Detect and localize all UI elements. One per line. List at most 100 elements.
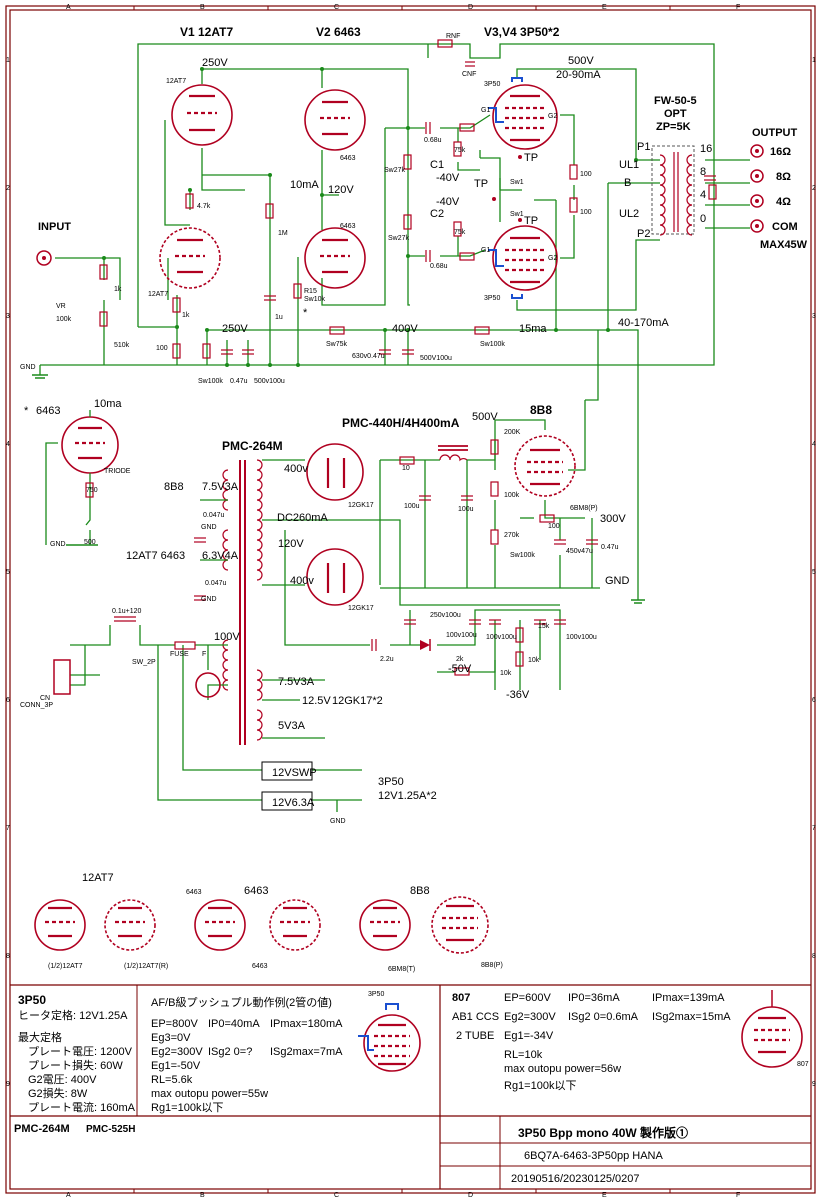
opt-ul2: UL2 xyxy=(619,208,639,220)
e-line: Eg2=300V xyxy=(504,1011,556,1023)
v400-label: 400V xyxy=(392,323,418,335)
r-value: 100 xyxy=(156,345,168,352)
r-value: Sw1 xyxy=(510,211,524,218)
ma10-label: 10mA xyxy=(290,179,319,191)
gnd-label: GND xyxy=(20,364,36,371)
r-value: 4.7k xyxy=(197,203,211,210)
gnd-symbols xyxy=(32,374,645,604)
row-label: 1 xyxy=(6,57,10,64)
c2v-label: -40V xyxy=(436,196,460,208)
pin-label: G1 xyxy=(481,107,490,114)
opt-label: OPT xyxy=(664,108,687,120)
vr-label: VR xyxy=(56,303,66,310)
choke-model: PMC-440H/4H400mA xyxy=(342,416,460,430)
heater-label: 6.3V4A xyxy=(202,550,239,562)
relay-label: 12VSWP xyxy=(272,767,317,779)
v2-title: V2 6463 xyxy=(316,25,361,39)
v1-title: V1 12AT7 xyxy=(180,25,233,39)
e-line: Rg1=100k以下 xyxy=(504,1080,576,1092)
row-label: 6 xyxy=(812,697,816,704)
tube-v1b xyxy=(159,227,221,289)
c2-label: C2 xyxy=(430,208,444,220)
tap-16: 16 xyxy=(700,143,712,155)
tube-v3 xyxy=(488,77,558,150)
pinout-caption: 8B8(P) xyxy=(481,962,503,969)
rectifier-12gk17-b xyxy=(306,548,364,606)
c-value: 500V100u xyxy=(420,355,452,362)
cn-label: CN xyxy=(40,695,50,702)
triode-gnd: GND xyxy=(50,541,66,548)
c-value: 0.47u xyxy=(230,378,248,385)
triode-r: 750 xyxy=(86,487,98,494)
tube-label: 6463 xyxy=(340,223,356,230)
row-label: 3 xyxy=(812,313,816,320)
v500-label: 500V xyxy=(472,411,498,423)
c-value: 2.2u xyxy=(380,656,394,663)
max-power: MAX45W xyxy=(760,239,808,251)
e-line: RL=10k xyxy=(504,1049,543,1061)
c-value: 100v100u xyxy=(446,632,477,639)
col-label: D xyxy=(468,4,473,11)
spec-807-count: 2 TUBE xyxy=(456,1030,494,1042)
c-value: 630v0.47u xyxy=(352,353,385,360)
pinout-title: 6463 xyxy=(244,885,268,897)
r-value: 2k xyxy=(456,656,464,663)
ma20-90-label: 20-90mA xyxy=(556,69,601,81)
opt-ul1: UL1 xyxy=(619,159,639,171)
c1v-label: -40V xyxy=(436,172,460,184)
pinout-caption: 6463 xyxy=(186,889,202,896)
row-label: 7 xyxy=(6,825,10,832)
row-label: 6 xyxy=(6,697,10,704)
tp-label: TP xyxy=(474,178,488,190)
heater-target: 3P50 xyxy=(378,776,404,788)
amp-resistors xyxy=(99,39,717,359)
r-value: Sw100k xyxy=(480,341,505,348)
r-value: Sw100k xyxy=(510,552,535,559)
pin-label: G1 xyxy=(481,247,490,254)
heater-label: 8B8 xyxy=(164,481,184,493)
tb-date: 20190516/20230125/0207 xyxy=(511,1173,639,1185)
vr-value: 100k xyxy=(56,316,72,323)
ma40-170-label: 40-170mA xyxy=(618,317,669,329)
r-value: Sw27k xyxy=(384,167,406,174)
tube-label: 12AT7 xyxy=(148,291,168,298)
c-value: 0.047u xyxy=(203,512,225,519)
spec-807: 807 xyxy=(452,992,470,1004)
r-value: 270k xyxy=(504,532,520,539)
c-value: 0.47u xyxy=(601,544,619,551)
r-value: 10 xyxy=(402,465,410,472)
col-label: C xyxy=(334,1192,339,1199)
gnd-label: GND xyxy=(201,596,217,603)
row-label: 5 xyxy=(6,569,10,576)
c-value: 100v100u xyxy=(566,634,597,641)
pinout-caption: 6BM8(T) xyxy=(388,966,415,973)
r-ref: R15 xyxy=(304,288,317,295)
psu-components xyxy=(53,439,598,811)
tap-4: 4 xyxy=(700,189,706,201)
heater-label: 12AT7 6463 xyxy=(126,550,185,562)
c-value: 0.1u+120 xyxy=(112,608,141,615)
rectifier-12gk17-a xyxy=(306,443,364,501)
spec-807-class: AB1 CCS xyxy=(452,1011,499,1023)
tap-0: 0 xyxy=(700,213,706,225)
op-line: EP=800V xyxy=(151,1018,198,1030)
pinout-caption: (1/2)12AT7(R) xyxy=(124,963,168,970)
row-label: 4 xyxy=(812,441,816,448)
row-label: 9 xyxy=(812,1081,816,1088)
amplifier-wiring xyxy=(39,43,750,600)
c-value: 500v100u xyxy=(254,378,285,385)
e-line: IP0=36mA xyxy=(568,992,620,1004)
pinout-6463 xyxy=(194,899,321,951)
c1-label: C1 xyxy=(430,159,444,171)
cnf-label: CNF xyxy=(462,71,476,78)
op-line: Eg2=300V xyxy=(151,1046,203,1058)
op-line: max outopu power=55w xyxy=(151,1088,268,1100)
col-label: E xyxy=(602,1192,607,1199)
op-line: Eg1=-50V xyxy=(151,1060,201,1072)
dc260-label: DC260mA xyxy=(277,512,328,524)
v500-label: 500V xyxy=(568,55,594,67)
e-line: EP=600V xyxy=(504,992,551,1004)
pin-label: G2 xyxy=(548,255,557,262)
c-value: 450v47u xyxy=(566,548,593,555)
heater-target: 12V1.25A*2 xyxy=(378,790,437,802)
